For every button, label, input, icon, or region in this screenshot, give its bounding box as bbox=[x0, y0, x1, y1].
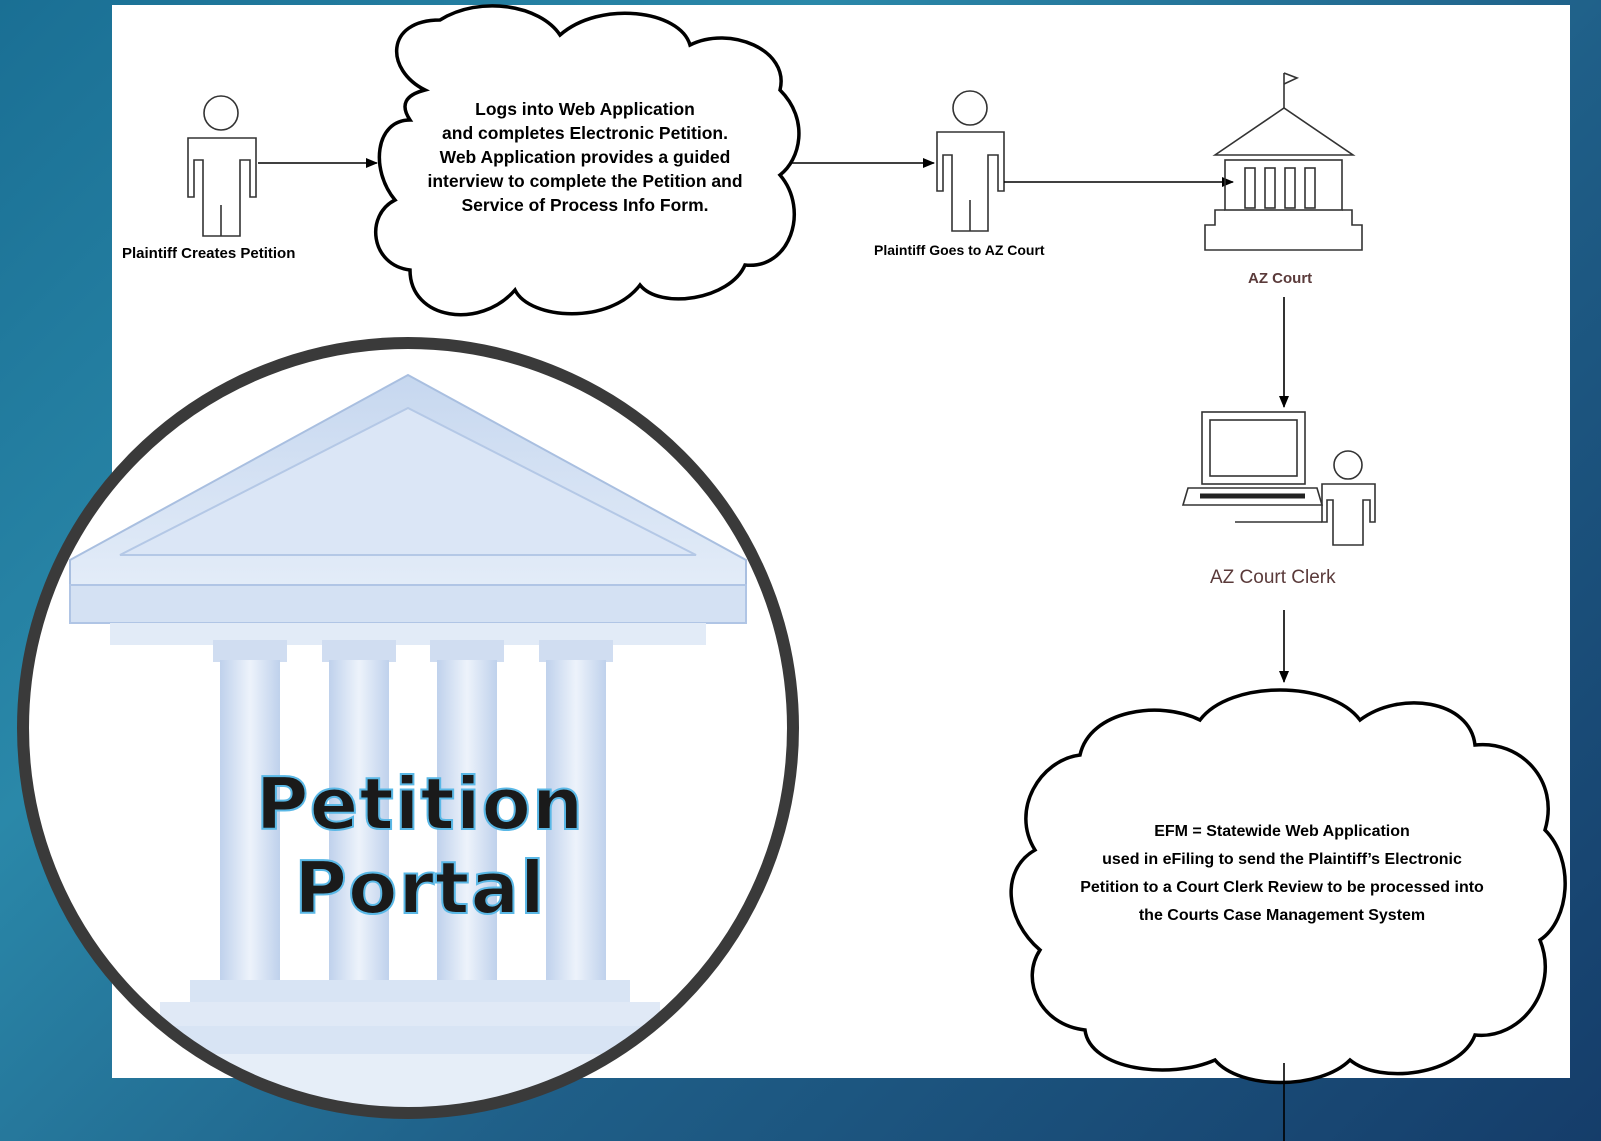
cloud-shape-bottom bbox=[1009, 688, 1567, 1085]
petition-portal-logo bbox=[17, 337, 799, 1119]
cloud-bottom-line: EFM = Statewide Web Application bbox=[1154, 823, 1410, 840]
az-court-clerk-label: AZ Court Clerk bbox=[1210, 567, 1336, 588]
court-building-icon bbox=[1204, 72, 1363, 251]
plaintiff-goes-label: Plaintiff Goes to AZ Court bbox=[874, 242, 1045, 258]
cloud-bottom-line: the Courts Case Management System bbox=[1138, 907, 1426, 924]
cloud-top-line: Logs into Web Application bbox=[475, 99, 695, 119]
cloud-top-line: Web Application provides a guided bbox=[439, 147, 731, 167]
cloud-top-text: Logs into Web Application and completes … bbox=[385, 97, 785, 217]
cloud-top-line: Service of Process Info Form. bbox=[461, 195, 709, 215]
plaintiff-creates-icon bbox=[187, 95, 257, 237]
plaintiff-creates-label: Plaintiff Creates Petition bbox=[122, 245, 296, 262]
cloud-bottom-line: used in eFiling to send the Plaintiff’s … bbox=[1102, 851, 1462, 868]
cloud-top-line: interview to complete the Petition and bbox=[427, 171, 743, 191]
clerk-icon bbox=[1321, 450, 1376, 546]
plaintiff-goes-icon bbox=[936, 90, 1005, 232]
cloud-top-line: and completes Electronic Petition. bbox=[442, 123, 728, 143]
portal-title: Petition Portal bbox=[255, 761, 585, 931]
cloud-shape-top bbox=[373, 4, 801, 317]
cloud-bottom-text: EFM = Statewide Web Application used in … bbox=[1017, 818, 1547, 930]
az-court-label: AZ Court bbox=[1248, 270, 1313, 287]
cloud-bottom-line: Petition to a Court Clerk Review to be p… bbox=[1080, 879, 1484, 896]
